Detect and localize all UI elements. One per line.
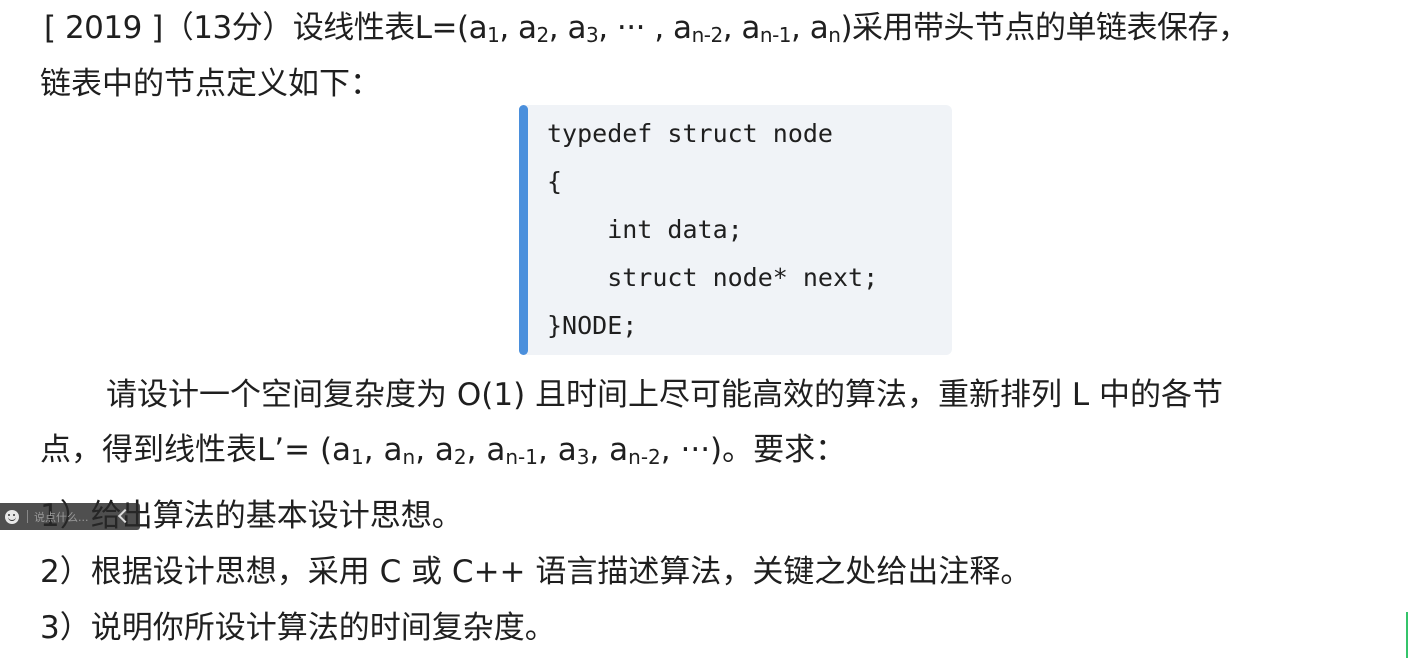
task-text: , a bbox=[589, 432, 629, 468]
subscript: n bbox=[828, 23, 841, 47]
subscript: 1 bbox=[487, 23, 500, 47]
subscript: 1 bbox=[351, 445, 364, 469]
code-line: struct node* next; bbox=[547, 263, 879, 292]
subscript: n-2 bbox=[691, 23, 724, 47]
smile-icon[interactable] bbox=[5, 509, 19, 524]
requirement-item: 3）说明你所设计算法的时间复杂度。 bbox=[40, 610, 556, 646]
subscript: 3 bbox=[576, 445, 590, 469]
header-text: , ··· , a bbox=[598, 10, 692, 46]
subscript: 3 bbox=[585, 23, 599, 47]
subscript: 2 bbox=[536, 23, 550, 47]
code-accent-bar bbox=[519, 105, 528, 355]
header-text: , a bbox=[722, 10, 761, 46]
header-text: , a bbox=[499, 10, 537, 46]
subscript: n-2 bbox=[628, 445, 661, 469]
code-line: int data; bbox=[547, 215, 743, 244]
code-line: typedef struct node bbox=[547, 119, 833, 148]
task-text: , a bbox=[466, 432, 506, 468]
code-line: { bbox=[547, 167, 563, 196]
danmaku-input-bar[interactable]: 说点什么... bbox=[0, 503, 140, 530]
header-text: , a bbox=[791, 10, 829, 46]
requirement-item: 2）根据设计思想，采用 C 或 C++ 语言描述算法，关键之处给出注释。 bbox=[40, 554, 1032, 590]
task-text: , ···)。要求： bbox=[660, 432, 847, 468]
subscript: 2 bbox=[453, 445, 467, 469]
subscript: n bbox=[402, 445, 416, 469]
task-paragraph-line: 请设计一个空间复杂度为 O(1) 且时间上尽可能高效的算法，重新排列 L 中的各… bbox=[106, 377, 1223, 413]
scroll-indicator bbox=[1406, 612, 1408, 658]
subscript: n-1 bbox=[759, 23, 792, 47]
task-paragraph-line: 点，得到线性表L’= (a1, an, a2, an-1, a3, an-2, … bbox=[40, 430, 846, 470]
divider bbox=[27, 510, 28, 523]
task-text: , a bbox=[363, 432, 403, 468]
task-text: 点，得到线性表L’= (a bbox=[40, 432, 352, 468]
subscript: n-1 bbox=[505, 445, 538, 469]
header-text: [ 2019 ]（13分）设线性表L=(a bbox=[44, 10, 488, 46]
chevron-left-icon[interactable] bbox=[117, 508, 133, 524]
header-text: )采用带头节点的单链表保存， bbox=[840, 10, 1249, 46]
task-text: , a bbox=[415, 432, 454, 468]
code-line: }NODE; bbox=[547, 311, 638, 340]
danmaku-input[interactable]: 说点什么... bbox=[34, 510, 89, 524]
question-header: [ 2019 ]（13分）设线性表L=(a1, a2, a3, ··· , an… bbox=[44, 8, 1249, 48]
question-intro-line: 链表中的节点定义如下： bbox=[40, 66, 381, 102]
code-block: typedef struct node { int data; struct n… bbox=[519, 105, 952, 355]
task-text: , a bbox=[537, 432, 577, 468]
header-text: , a bbox=[548, 10, 587, 46]
